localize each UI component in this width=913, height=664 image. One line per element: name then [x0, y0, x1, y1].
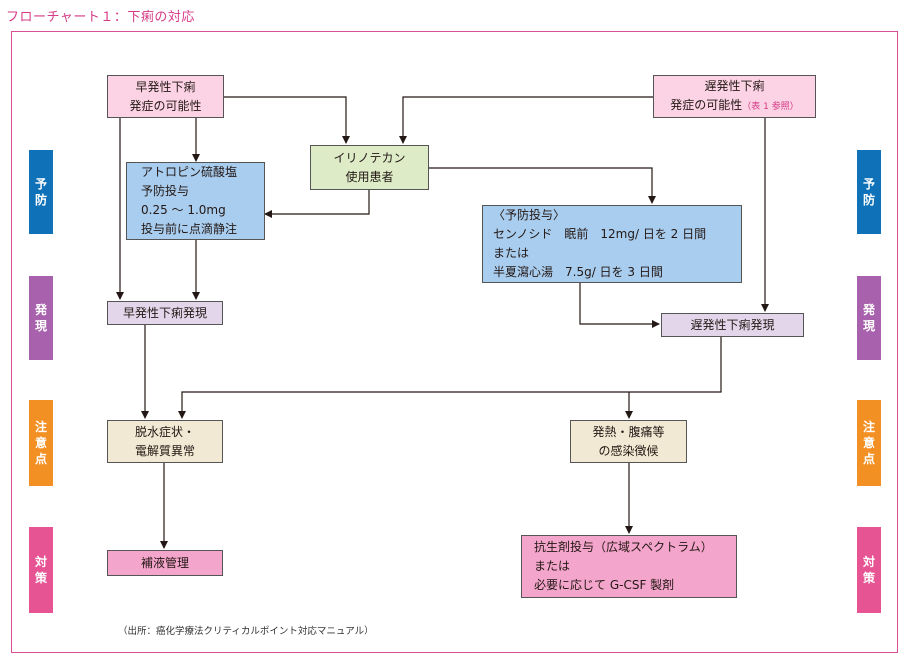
stage-tab-char: 点 — [862, 452, 875, 466]
arrow-early-to-irinotecan — [224, 96, 350, 144]
node-line: 早発性下痢 — [135, 79, 196, 94]
node-dehydration-electrolyte: 脱水症状・ 電解質異常 — [107, 420, 223, 463]
stage-tab-char: 現 — [34, 319, 47, 333]
node-line: アトロピン硫酸塩 — [141, 165, 238, 179]
node-line: 抗生剤投与（広域スペクトラム） — [534, 540, 713, 554]
arrow-prevention-to-lateonset — [579, 283, 660, 328]
node-line: または — [534, 559, 571, 573]
stage-tab-char: 策 — [34, 571, 47, 585]
node-line: 脱水症状・ — [134, 424, 195, 439]
node-line: 早発性下痢発現 — [122, 305, 207, 320]
node-line: 投与前に点滴静注 — [141, 222, 238, 236]
node-irinotecan-patient: イリノテカン 使用患者 — [310, 145, 429, 190]
stage-tab-char: 意 — [34, 436, 47, 450]
stage-tab-char: 対 — [34, 555, 47, 569]
stage-tab-char: 点 — [34, 452, 47, 466]
stage-tab-char: 現 — [862, 319, 875, 333]
arrow-irinotecan-to-atropine — [264, 190, 370, 218]
node-early-diarrhea-onset: 早発性下痢発現 — [107, 301, 223, 325]
node-line: 遅発性下痢 — [704, 78, 765, 93]
node-infection-signs: 発熱・腹痛等 の感染徴候 — [570, 420, 687, 463]
node-late-diarrhea-onset: 遅発性下痢発現 — [661, 313, 804, 337]
arrow-irinotecan-to-prevention — [429, 167, 656, 204]
node-early-diarrhea-possibility: 早発性下痢 発症の可能性 — [107, 75, 224, 118]
node-antibiotic-treatment: 抗生剤投与（広域スペクトラム） または 必要に応じて G-CSF 製剤 — [521, 535, 737, 598]
node-line: 半夏瀉心湯 7.5g/ 日を 3 日間 — [493, 265, 663, 279]
node-fluid-management: 補液管理 — [107, 550, 223, 576]
node-line: 発熱・腹痛等 — [592, 424, 665, 439]
stage-tab-char: 注 — [862, 420, 875, 434]
node-line: 発症の可能性 — [129, 98, 202, 113]
stage-tab-char: 予 — [862, 177, 875, 191]
stage-tab-onset: 発 現 — [29, 276, 53, 360]
stage-tab-onset-right: 発 現 — [857, 276, 881, 360]
node-line-text: 発症の可能性 — [670, 97, 743, 112]
arrow-late-to-irinotecan — [399, 96, 653, 144]
source-citation: （出所：癌化学療法クリティカルポイント対応マニュアル） — [118, 626, 374, 637]
stage-tab-char: 予 — [34, 177, 47, 191]
node-line: 補液管理 — [140, 555, 189, 570]
node-line: 必要に応じて G-CSF 製剤 — [534, 578, 675, 592]
flowchart-frame — [11, 31, 898, 653]
stage-tab-char: 発 — [34, 303, 47, 317]
stage-tab-char: 意 — [862, 436, 875, 450]
stage-tab-countermeasure-right: 対 策 — [857, 527, 881, 613]
node-line: 電解質異常 — [134, 443, 195, 458]
stage-tab-caution-right: 注 意 点 — [857, 400, 881, 486]
stage-tab-prevention-right: 予 防 — [857, 150, 881, 234]
stage-tab-prevention: 予 防 — [29, 150, 53, 234]
page-title: フローチャート１：下痢の対応 — [6, 10, 195, 25]
node-prophylactic-administration: 〈予防投与〉 センノシド 眠前 12mg/ 日を 2 日間 または 半夏瀉心湯 … — [482, 205, 742, 283]
node-line: イリノテカン — [333, 150, 406, 165]
arrow-lateonset-to-dehydration — [178, 337, 722, 419]
node-atropine-prevention: アトロピン硫酸塩 予防投与 0.25 ～ 1.0mg 投与前に点滴静注 — [126, 162, 265, 240]
stage-tab-caution: 注 意 点 — [29, 400, 53, 486]
node-line: 発症の可能性（表 1 参照） — [670, 96, 798, 117]
node-line: センノシド 眠前 12mg/ 日を 2 日間 — [493, 227, 707, 241]
node-line: 使用患者 — [345, 169, 394, 184]
stage-tab-char: 策 — [862, 571, 875, 585]
node-line: 0.25 ～ 1.0mg — [141, 203, 226, 217]
stage-tab-char: 発 — [862, 303, 875, 317]
stage-tab-countermeasure: 対 策 — [29, 527, 53, 613]
stage-tab-char: 注 — [34, 420, 47, 434]
node-line: 〈予防投与〉 — [493, 208, 566, 222]
node-late-diarrhea-possibility: 遅発性下痢 発症の可能性（表 1 参照） — [653, 75, 816, 118]
table-reference: （表 1 参照） — [742, 101, 799, 112]
node-line: の感染徴候 — [598, 443, 659, 458]
stage-tab-char: 防 — [862, 193, 875, 207]
node-line: 遅発性下痢発現 — [690, 317, 775, 332]
node-line: 予防投与 — [141, 184, 190, 198]
stage-tab-char: 対 — [862, 555, 875, 569]
stage-tab-char: 防 — [34, 193, 47, 207]
node-line: または — [493, 246, 530, 260]
